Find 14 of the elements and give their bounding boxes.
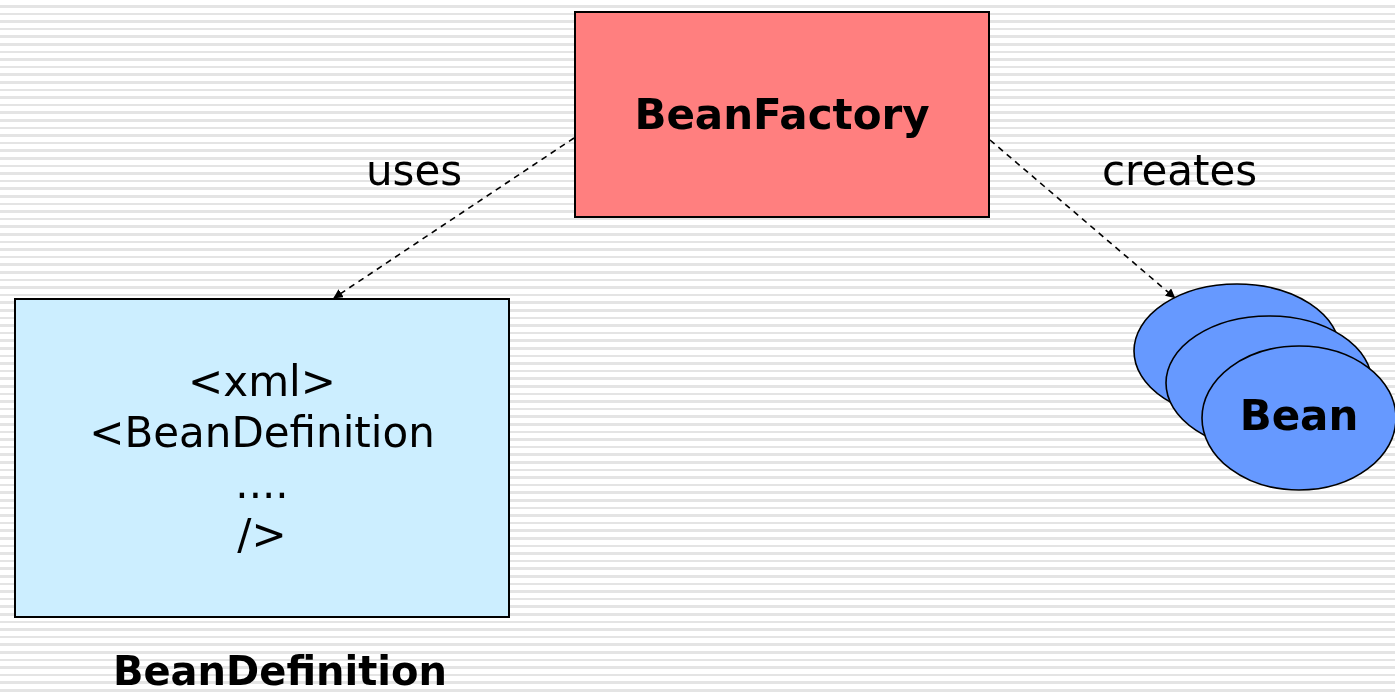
edge-label: creates [1102,146,1258,195]
process-box [574,11,990,218]
code-line: <BeanDefinition [89,406,435,458]
node-label: Bean [1239,390,1359,442]
edge-label: uses [366,146,463,195]
arrow [989,139,1176,299]
code-line: <xml> [188,355,336,407]
definition-box [14,298,510,618]
node-label: BeanDefinition [111,648,448,694]
arrow [333,137,575,299]
code-line: /> [237,509,287,561]
node-label: BeanFactory [634,88,930,141]
bean-stack-drawing [1133,282,1395,492]
code-line: .... [235,458,289,510]
